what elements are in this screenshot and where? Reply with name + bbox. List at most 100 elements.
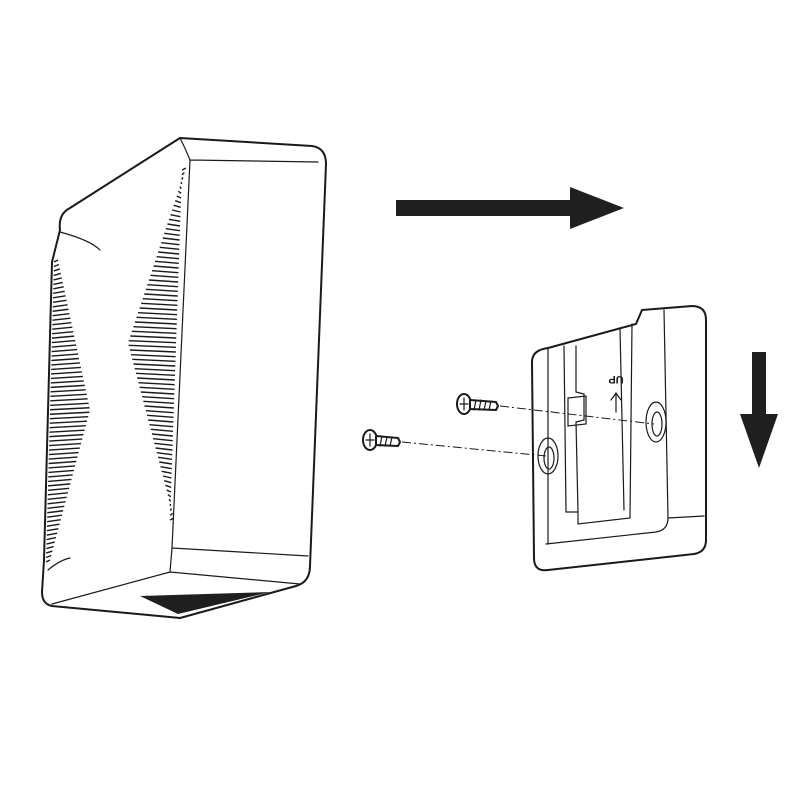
vent-slot — [147, 283, 179, 288]
vent-slot — [48, 451, 79, 456]
vent-slot — [143, 400, 175, 405]
vent-slot — [166, 489, 172, 493]
vent-slot — [155, 447, 173, 451]
vent-slot — [150, 274, 179, 279]
vent-slot — [50, 398, 88, 402]
vent-slot — [46, 532, 58, 536]
vent-slot — [47, 514, 63, 518]
mounting-plate-icon: UP — [531, 305, 707, 572]
vent-slot — [49, 429, 85, 433]
vent-slot — [162, 237, 180, 241]
vent-slot — [48, 478, 72, 483]
vent-slot — [46, 519, 61, 523]
housing-body — [41, 137, 327, 619]
vent-slot — [146, 414, 174, 419]
vent-slot — [148, 279, 179, 283]
vent-slot — [131, 330, 177, 335]
vent-slot — [48, 456, 78, 460]
vent-slot — [49, 433, 84, 438]
vent-slot — [155, 260, 179, 265]
down-arrow-icon — [740, 352, 778, 468]
housing-side-curve — [47, 231, 101, 571]
vent-slot — [52, 304, 68, 308]
vent-slot — [171, 209, 181, 213]
vent-slot — [132, 358, 176, 363]
vent-slot — [153, 437, 173, 442]
vent-slot — [129, 349, 176, 353]
vent-slot — [160, 465, 172, 470]
vent-slot — [49, 424, 86, 429]
vent-slot — [165, 227, 181, 232]
vent-slot — [52, 295, 66, 299]
vent-slot — [52, 330, 74, 335]
vent-slot — [53, 263, 60, 268]
vent-slot — [53, 281, 63, 286]
vent-slot — [150, 428, 174, 433]
vent-slot — [128, 344, 176, 349]
vent-slot — [50, 389, 86, 393]
vent-slot — [51, 348, 78, 353]
vent-slot — [169, 512, 174, 516]
vent-slot — [181, 167, 187, 171]
vent-slots-center — [128, 167, 187, 521]
vent-slot — [46, 527, 59, 532]
vent-slots-left — [45, 259, 90, 563]
vent-slot — [161, 241, 180, 246]
vent-slot — [51, 353, 79, 357]
vent-slot — [138, 311, 178, 316]
vent-slot — [136, 316, 177, 321]
vent-slot — [128, 339, 177, 344]
vent-slot — [170, 213, 181, 218]
screw-icon — [362, 393, 499, 451]
screw-upper — [456, 393, 499, 415]
alignment-line-upper — [499, 405, 655, 425]
vent-slot — [47, 483, 71, 487]
vent-slot — [157, 456, 173, 461]
vent-slot — [51, 335, 75, 339]
up-arrow-icon — [610, 391, 622, 413]
vent-slot — [156, 451, 173, 456]
vent-slot — [149, 423, 174, 428]
vent-slot — [156, 255, 180, 260]
vent-slot — [46, 523, 60, 527]
vent-slot — [151, 269, 179, 274]
vent-slot — [179, 186, 182, 190]
vent-slot — [48, 474, 73, 478]
vent-slot — [133, 325, 177, 330]
vent-slot — [49, 420, 88, 424]
right-arrow-icon — [396, 187, 624, 229]
vent-slot — [181, 176, 184, 180]
screw-hole-left-inner — [543, 446, 555, 470]
plate-edge — [545, 309, 705, 545]
vent-slot — [45, 559, 51, 563]
vent-slot — [50, 375, 83, 380]
vent-slot — [51, 362, 81, 366]
vent-slot — [163, 479, 172, 484]
vent-slot — [49, 411, 90, 415]
vent-slot — [169, 517, 175, 521]
vent-slot — [159, 246, 180, 251]
vent-slot — [159, 461, 173, 465]
vent-slot — [53, 272, 62, 277]
vent-slot — [168, 218, 181, 223]
vent-slot — [130, 335, 177, 339]
vent-slot — [142, 395, 175, 400]
vent-slot — [52, 313, 70, 317]
vent-slot — [167, 494, 172, 498]
vent-slot — [144, 293, 178, 297]
alignment-line-lower — [401, 441, 547, 457]
vent-slot — [138, 381, 175, 386]
vent-slot — [48, 465, 76, 469]
vent-slot — [52, 321, 72, 326]
vent-slot — [52, 308, 69, 312]
plate-frame — [563, 323, 633, 525]
vent-slot — [148, 419, 174, 423]
plate-inner-frame — [575, 327, 625, 513]
vent-slot — [176, 195, 182, 199]
vent-slot — [46, 541, 55, 545]
vent-slot — [140, 391, 175, 395]
vent-slot — [145, 288, 178, 293]
vent-slot — [50, 402, 89, 406]
